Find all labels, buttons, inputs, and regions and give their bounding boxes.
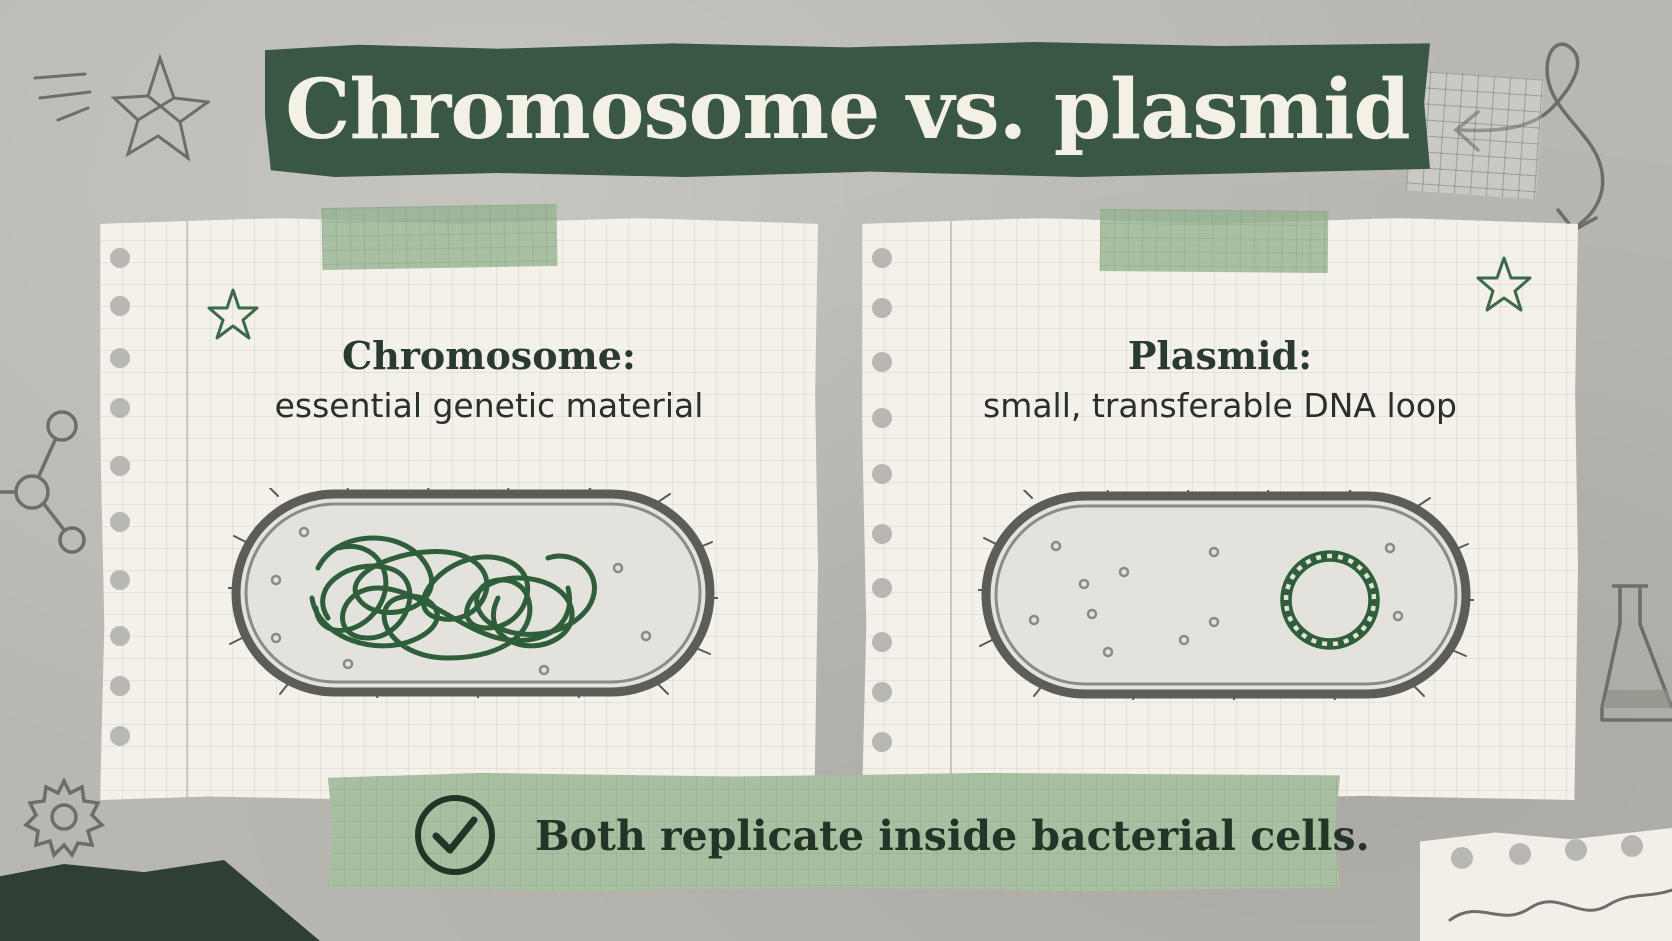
star-icon — [207, 288, 259, 340]
tape-strip — [1099, 209, 1329, 273]
tape-strip — [321, 203, 558, 271]
margin-line — [950, 218, 952, 800]
bacterium-plasmid — [978, 490, 1474, 700]
star-icon — [1476, 256, 1532, 312]
gear-icon — [23, 777, 106, 859]
title-banner — [265, 42, 1430, 177]
plasmid-heading: Plasmid: — [1127, 333, 1313, 378]
plasmid-panel: Plasmid: small, transferable DNA loop — [862, 218, 1578, 800]
star-icon — [33, 53, 210, 162]
chromosome-heading: Chromosome: — [342, 333, 636, 378]
flask-icon — [1600, 584, 1672, 722]
summary-banner — [328, 773, 1340, 891]
plasmid-description: small, transferable DNA loop — [983, 386, 1457, 425]
decorative-scrap — [1420, 828, 1672, 941]
chromosome-description: essential genetic material — [274, 386, 704, 425]
chromosome-panel: Chromosome: essential genetic material — [100, 218, 818, 800]
margin-line — [186, 218, 188, 800]
molecule-icon — [0, 410, 86, 554]
check-icon — [415, 795, 495, 875]
page-title: Chromosome vs. plasmid — [285, 61, 1411, 158]
bacterium-chromosome — [228, 488, 718, 698]
summary-statement: Both replicate inside bacterial cells. — [535, 812, 1370, 860]
